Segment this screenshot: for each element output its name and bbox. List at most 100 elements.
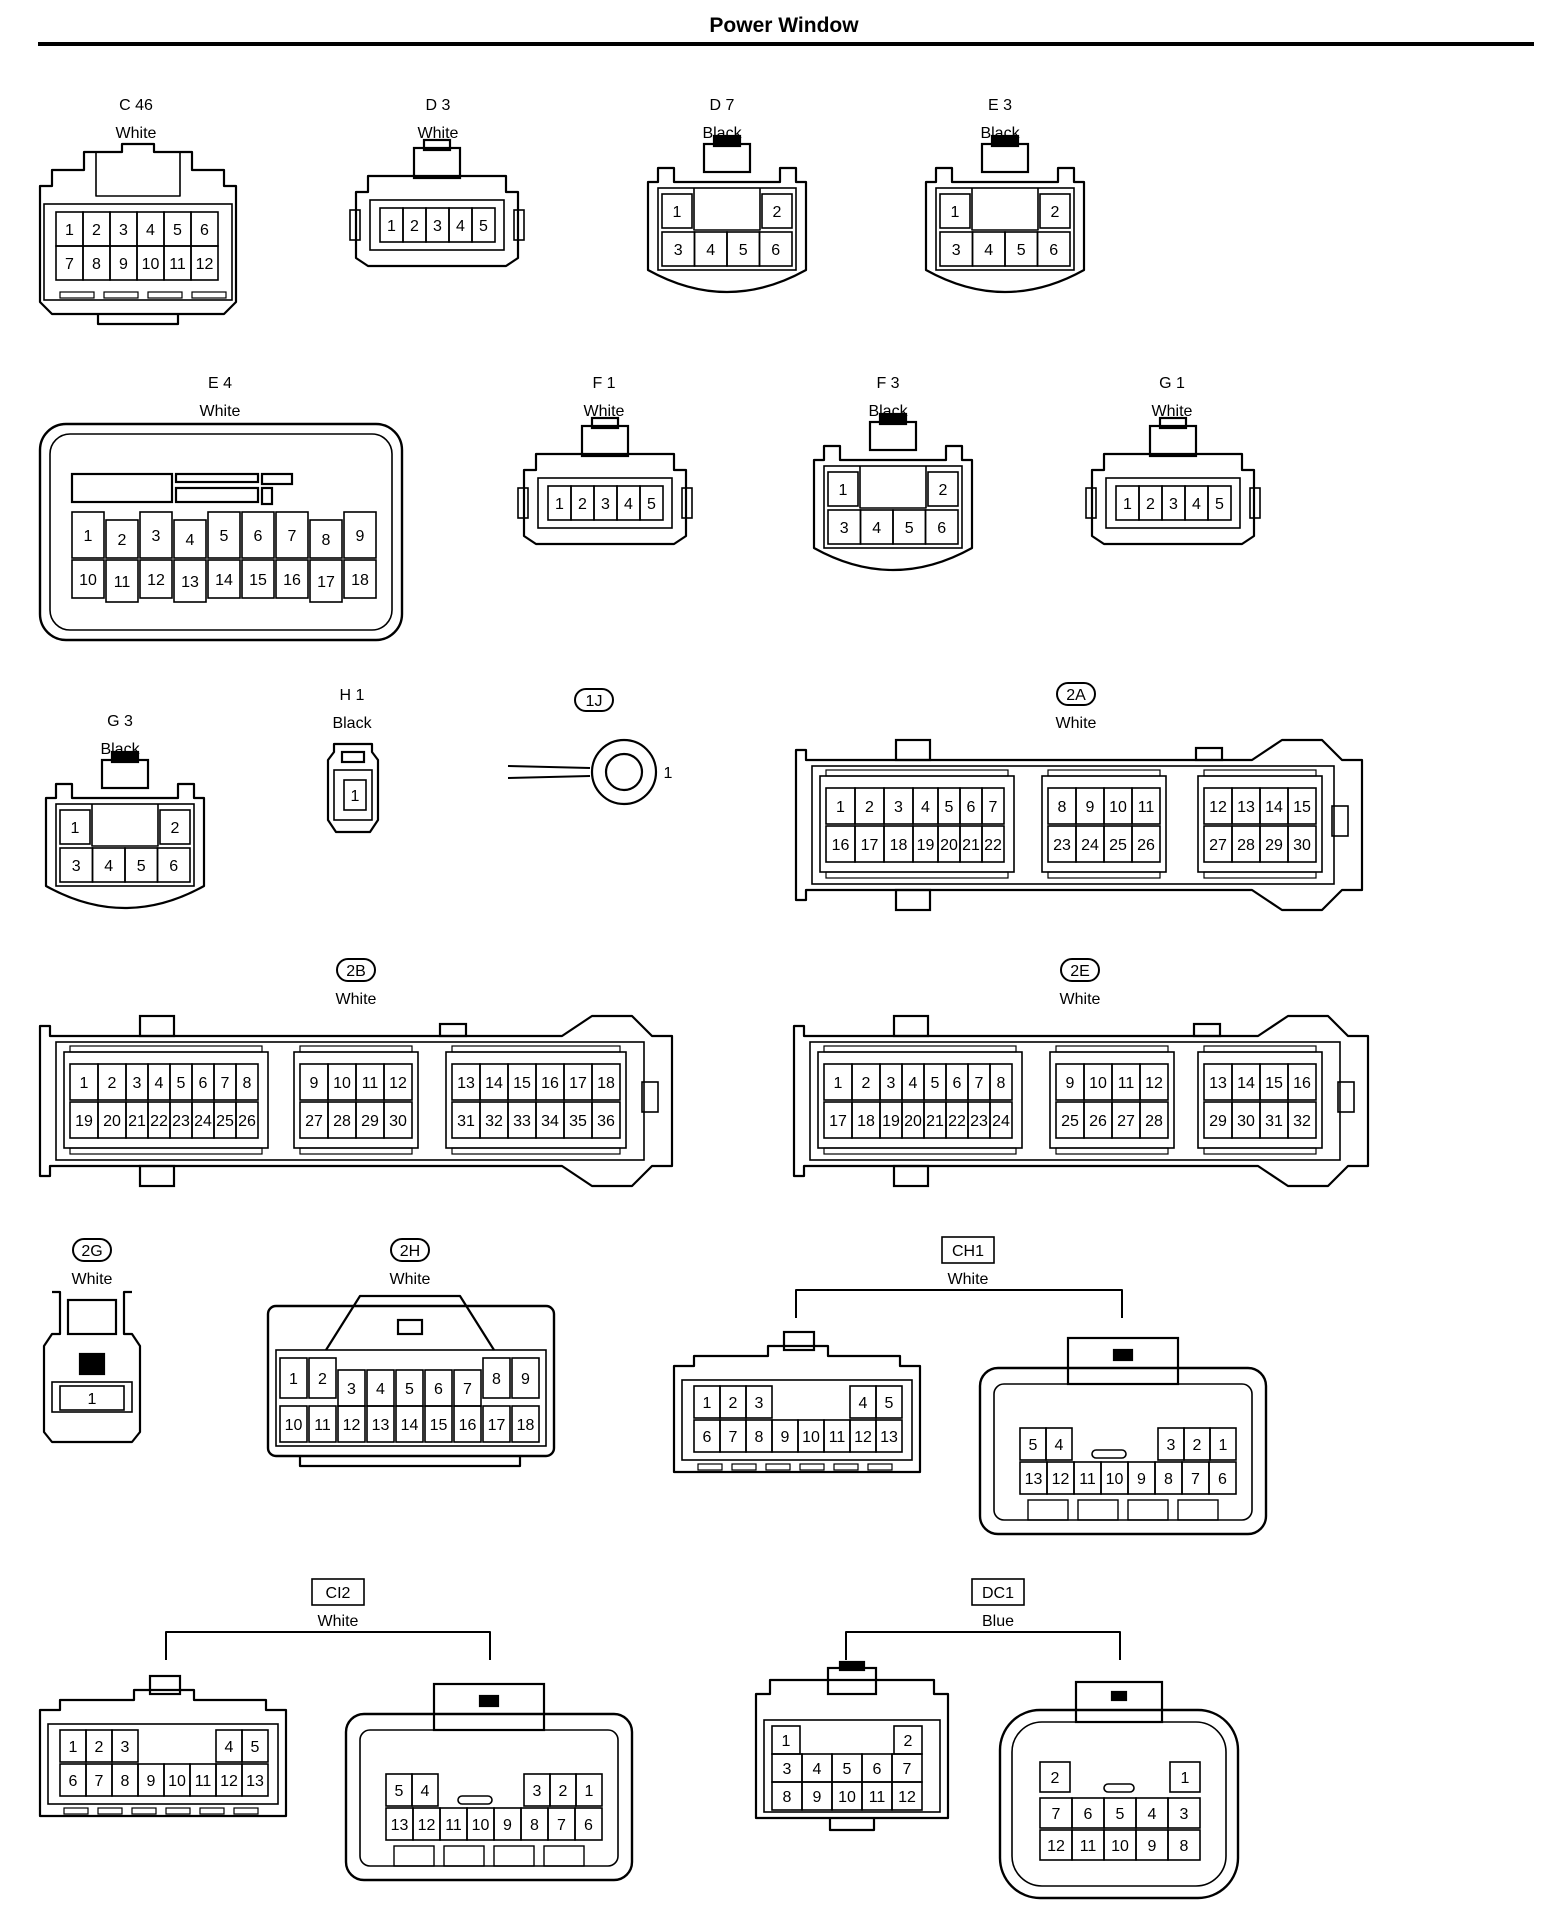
pin-number: 4 <box>456 218 465 235</box>
pin-number: 18 <box>857 1113 875 1130</box>
pin-number: 10 <box>1089 1075 1107 1092</box>
pin-number: 31 <box>1265 1113 1283 1130</box>
pin-number: 17 <box>569 1075 587 1092</box>
pin-number: 9 <box>1148 1838 1157 1855</box>
pin-number: 1 <box>836 799 845 816</box>
pin-number: 5 <box>173 222 182 239</box>
pin-number: 3 <box>755 1395 764 1412</box>
pin-number: 33 <box>513 1113 531 1130</box>
pin-number: 2 <box>578 496 587 513</box>
pin-number: 14 <box>1237 1075 1255 1092</box>
pin-number: 3 <box>952 242 961 259</box>
pin-number: 7 <box>1052 1806 1061 1823</box>
pin-number: 17 <box>829 1113 847 1130</box>
pin-number: 13 <box>246 1773 264 1790</box>
pin-number: 20 <box>103 1113 121 1130</box>
pin-number: 3 <box>133 1075 142 1092</box>
badge-box <box>971 1578 1025 1606</box>
pin-number: 5 <box>905 520 914 537</box>
pin-number: 11 <box>195 1773 212 1790</box>
pin-number: 30 <box>1293 837 1311 854</box>
pin-number: 7 <box>288 528 297 545</box>
pin-number: 6 <box>703 1429 712 1446</box>
pin-number: 6 <box>771 242 780 259</box>
connector-code: E 3 <box>988 97 1012 114</box>
pin-number: 2 <box>108 1075 117 1092</box>
pin-number: 3 <box>674 242 683 259</box>
pin-number: 12 <box>220 1773 238 1790</box>
pin-number: 3 <box>119 222 128 239</box>
pin-number: 11 <box>1138 799 1155 816</box>
pin-number: 12 <box>418 1817 436 1834</box>
pin-number: 6 <box>967 799 976 816</box>
pin-number: 27 <box>305 1113 323 1130</box>
pin-number: 8 <box>92 256 101 273</box>
pin-number: 12 <box>898 1789 916 1806</box>
pin-number: 31 <box>457 1113 475 1130</box>
pin-number: 11 <box>314 1417 331 1434</box>
pin-number: 29 <box>1265 837 1283 854</box>
pin-number: 8 <box>997 1075 1006 1092</box>
pin-number: 5 <box>931 1075 940 1092</box>
pin-number: 32 <box>485 1113 503 1130</box>
pin-number: 8 <box>1058 799 1067 816</box>
pin-number: 19 <box>917 837 935 854</box>
pin-number: 1 <box>289 1371 298 1388</box>
pin-number: 6 <box>1049 242 1058 259</box>
pin-number: 7 <box>729 1429 738 1446</box>
pin-number: 18 <box>517 1417 535 1434</box>
pin-number: 8 <box>530 1817 539 1834</box>
pin-number: 29 <box>1209 1113 1227 1130</box>
pin-number: 7 <box>221 1075 230 1092</box>
pin-number: 4 <box>104 858 113 875</box>
pin-number: 10 <box>79 572 97 589</box>
pin-number: 24 <box>1081 837 1099 854</box>
pin-number: 11 <box>362 1075 379 1092</box>
pin-number: 1 <box>65 222 74 239</box>
pin-number: 4 <box>859 1395 868 1412</box>
pin-number: 6 <box>199 1075 208 1092</box>
pin-number: 12 <box>1145 1075 1163 1092</box>
pin-number: 5 <box>251 1739 260 1756</box>
pin-number: 3 <box>152 528 161 545</box>
pin-number: 1 <box>84 528 93 545</box>
pin-number: 15 <box>249 572 267 589</box>
pin-number: 25 <box>216 1113 234 1130</box>
pin-number: 9 <box>781 1429 790 1446</box>
pin-number: 4 <box>186 532 195 549</box>
pin-number: 28 <box>333 1113 351 1130</box>
pin-number: 14 <box>485 1075 503 1092</box>
pin-number: 23 <box>172 1113 190 1130</box>
pin-number: 12 <box>1209 799 1227 816</box>
pin-number: 4 <box>872 520 881 537</box>
pin-number: 26 <box>238 1113 256 1130</box>
pin-number: 15 <box>1293 799 1311 816</box>
pin-number: 23 <box>1053 837 1071 854</box>
pin-number: 3 <box>1180 1806 1189 1823</box>
connector-h1: 1 <box>326 742 380 834</box>
badge-box <box>941 1236 995 1264</box>
pin-number: 20 <box>940 837 958 854</box>
pin-number: 10 <box>285 1417 303 1434</box>
pin-number: 1 <box>69 1739 78 1756</box>
connector-code: 2B <box>346 963 366 980</box>
pin-number: 21 <box>962 837 980 854</box>
connector-code: D 3 <box>426 97 451 114</box>
pin-number: 10 <box>1109 799 1127 816</box>
pin-number: 15 <box>513 1075 531 1092</box>
pin-number: 18 <box>597 1075 615 1092</box>
pin-number: 1 <box>555 496 564 513</box>
pin-number: 6 <box>584 1817 593 1834</box>
pin-number: 2 <box>1146 496 1155 513</box>
pin-number: 8 <box>1180 1838 1189 1855</box>
wire-color: White <box>1152 403 1193 420</box>
connector-code: C 46 <box>119 97 153 114</box>
pin-number: 8 <box>322 532 331 549</box>
pin-number: 6 <box>873 1761 882 1778</box>
pin-number: 10 <box>472 1817 490 1834</box>
